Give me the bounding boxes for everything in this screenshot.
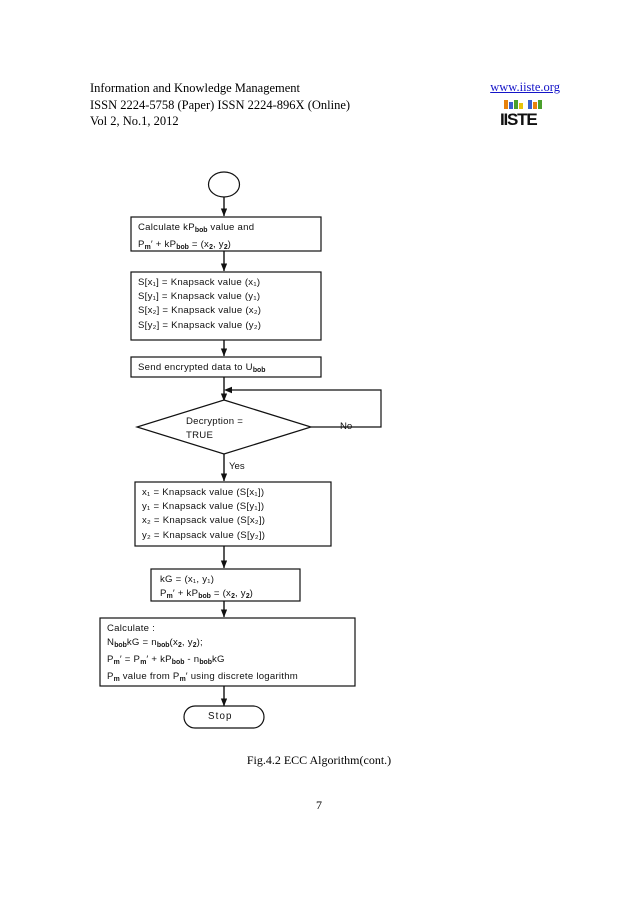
branch-label-no: No [340, 421, 353, 432]
journal-volume: Vol 2, No.1, 2012 [90, 114, 179, 128]
logo-bars-icon [504, 100, 544, 109]
knapsack-encode-line-4: S[y₂] = Knapsack value (y₂) [138, 319, 262, 331]
terminator-stop-label: Stop [208, 711, 233, 722]
process-calculate-kpbob-text: Calculate kPbob value and Pm′ + kPbob = … [138, 221, 254, 255]
iiste-website-link[interactable]: www.iiste.org [490, 80, 560, 94]
process-kg-assignment-text: kG = (x₁, y₁) Pm′ + kPbob = (x2, y2) [160, 573, 253, 604]
decision-line-1: Decryption = [186, 416, 244, 427]
start-connector-node[interactable] [207, 171, 241, 198]
figure-caption: Fig.4.2 ECC Algorithm(cont.) [246, 753, 392, 767]
process-calculate-final[interactable] [99, 617, 356, 687]
terminator-stop[interactable] [183, 705, 265, 729]
calculate-final-line-4: Pm value from Pm′ using discrete logarit… [107, 671, 299, 684]
process-calculate-final-text: Calculate : NbobkG = nbob(x2, y2); Pm′ =… [107, 622, 298, 688]
calc-kpbob-line-2: Pm′ + kPbob = (x2, y2) [138, 239, 232, 252]
decision-decryption-true-text: Decryption = TRUE [186, 415, 243, 443]
decision-line-2: TRUE [186, 430, 214, 442]
process-knapsack-decode-text: x₁ = Knapsack value (S[x₁]) y₁ = Knapsac… [142, 486, 265, 543]
branch-label-yes: Yes [229, 461, 245, 472]
journal-title: Information and Knowledge Management [90, 81, 301, 95]
knapsack-encode-line-3: S[x₂] = Knapsack value (x₂) [138, 305, 262, 317]
kg-line-1: kG = (x₁, y₁) [160, 574, 215, 585]
connector-no-loop [232, 389, 382, 428]
journal-identification: Information and Knowledge Management ISS… [90, 80, 350, 130]
page-header: Information and Knowledge Management ISS… [90, 80, 560, 135]
process-kg-assignment[interactable] [150, 568, 301, 602]
page-number: 7 [316, 798, 322, 812]
journal-issn: ISSN 2224-5758 (Paper) ISSN 2224-896X (O… [90, 97, 351, 112]
process-calculate-kpbob[interactable] [130, 216, 322, 252]
process-knapsack-encode-text: S[x₁] = Knapsack value (x₁) S[y₁] = Knap… [138, 276, 261, 333]
knapsack-decode-line-2: y₁ = Knapsack value (S[y₁]) [142, 501, 265, 513]
knapsack-decode-line-3: x₂ = Knapsack value (S[x₂]) [142, 515, 266, 527]
process-knapsack-encode[interactable] [130, 271, 322, 341]
knapsack-encode-line-1: S[x₁] = Knapsack value (x₁) [138, 277, 261, 288]
calculate-final-line-2: NbobkG = nbob(x2, y2); [107, 637, 203, 650]
iiste-logo: IISTE [500, 100, 546, 132]
send-data-line-1: Send encrypted data to Ubob [138, 362, 266, 374]
connector-no-loop-arrowhead [224, 386, 232, 394]
knapsack-decode-line-4: y₂ = Knapsack value (S[y₂]) [142, 529, 266, 541]
process-send-encrypted-data-text: Send encrypted data to Ubob [138, 361, 265, 378]
knapsack-decode-line-1: x₁ = Knapsack value (S[x₁]) [142, 487, 265, 498]
calc-kpbob-line-1: Calculate kPbob value and [138, 222, 255, 234]
calculate-final-line-1: Calculate : [107, 623, 156, 634]
process-send-encrypted-data[interactable] [130, 356, 322, 378]
kg-line-2: Pm′ + kPbob = (x2, y2) [160, 588, 254, 601]
logo-wordmark: IISTE [500, 110, 538, 129]
knapsack-encode-line-2: S[y₁] = Knapsack value (y₁) [138, 291, 261, 303]
process-knapsack-decode[interactable] [134, 481, 332, 547]
calculate-final-line-3: Pm′ = Pm′ + kPbob - nbobkG [107, 654, 225, 667]
